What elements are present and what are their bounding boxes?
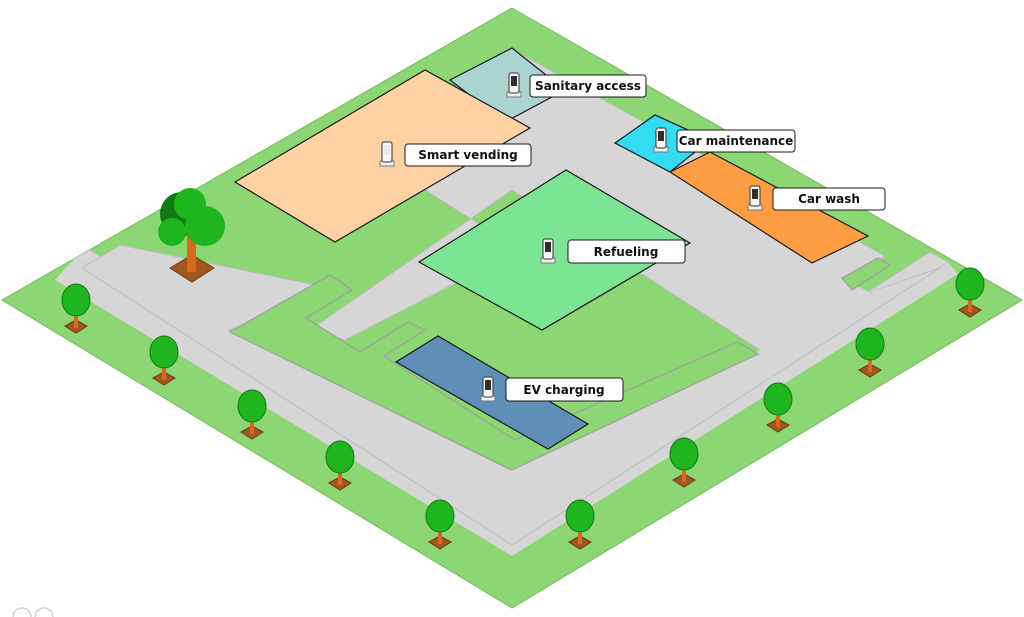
label-box [676,129,796,153]
label-car-maintenance: Car maintenance [679,134,794,148]
terminal-icon [747,185,763,211]
terminal-icon [506,72,522,98]
tree-icon [425,499,455,550]
label-box [529,74,647,98]
corner-controls[interactable] [12,607,54,617]
tree-icon [855,327,885,378]
tree-icon [955,267,985,318]
terminal-icon [480,376,496,402]
label-box [505,377,624,402]
tree-icon [669,437,699,488]
label-ev-charging: EV charging [523,383,604,397]
marker-refueling[interactable]: Refueling [540,238,686,264]
marker-car-maintenance[interactable]: Car maintenance [653,127,796,153]
tree-icon [763,382,793,433]
label-smart-vending: Smart vending [418,148,517,162]
terminal-icon [379,141,395,167]
zone-car-wash[interactable] [668,151,870,264]
tree-icon [61,283,91,334]
small-trees [61,267,985,550]
tree-icon [237,389,267,440]
label-box [772,187,886,211]
grass-bed-left [228,274,760,471]
terminal-icon [540,238,556,264]
label-box [567,239,686,264]
tree-icon [149,335,179,386]
zoom-control-icon[interactable] [34,607,54,617]
terminal-icon [653,127,669,153]
zone-refueling[interactable] [417,169,692,331]
label-sanitary-access: Sanitary access [535,79,641,93]
tree-icon [325,440,355,491]
label-refueling: Refueling [594,245,659,259]
grass-bed-right [841,257,892,291]
marker-car-wash[interactable]: Car wash [747,185,886,211]
zoom-control-icon[interactable] [12,607,32,617]
large-tree-icon [158,188,225,283]
marker-smart-vending[interactable]: Smart vending [379,141,532,167]
marker-sanitary-access[interactable]: Sanitary access [506,72,647,98]
marker-ev-charging[interactable]: EV charging [480,376,624,402]
label-box [404,143,532,167]
label-car-wash: Car wash [798,192,860,206]
tree-icon [565,499,595,550]
